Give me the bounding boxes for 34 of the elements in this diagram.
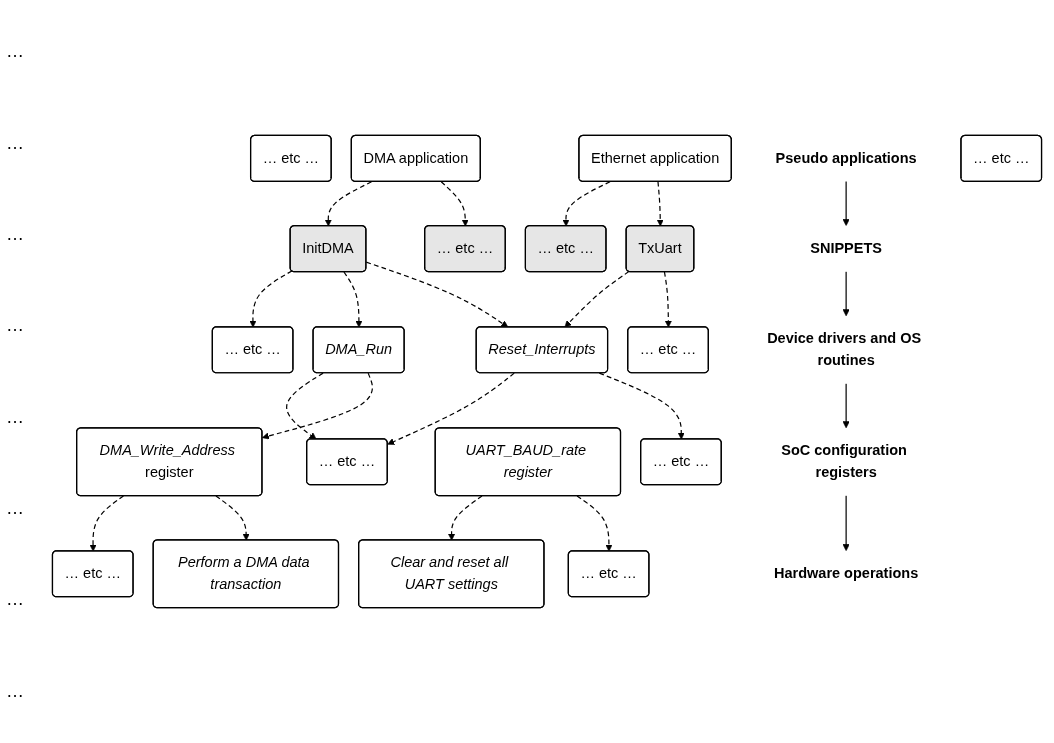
arrow bbox=[842, 382, 850, 429]
node-text: Hardware operations bbox=[773, 565, 919, 582]
ellipsis-text: … bbox=[6, 223, 25, 245]
ellipsis-text: … bbox=[6, 498, 25, 520]
arrow bbox=[562, 181, 611, 227]
node-text: Device drivers and OS routines bbox=[767, 330, 922, 369]
arrow bbox=[324, 181, 373, 227]
node-text: SNIPPETS bbox=[810, 240, 882, 257]
arrow bbox=[576, 495, 613, 552]
arrow bbox=[842, 180, 850, 226]
node-text: SoC configuration registers bbox=[781, 442, 907, 481]
arrow bbox=[286, 372, 324, 440]
node-text: Pseudo applications bbox=[775, 149, 917, 167]
arrow bbox=[262, 372, 373, 440]
arrow bbox=[387, 372, 515, 445]
arrow bbox=[448, 495, 483, 541]
ellipsis-text: … bbox=[6, 406, 25, 428]
arrow bbox=[598, 372, 685, 440]
ellipsis-text: … bbox=[6, 132, 25, 154]
arrow bbox=[89, 495, 125, 552]
ellipsis-text: … bbox=[6, 315, 25, 337]
arrow bbox=[440, 181, 469, 227]
arrow bbox=[365, 261, 509, 328]
arrow bbox=[842, 494, 850, 552]
arrow bbox=[343, 271, 363, 328]
ellipsis-text: … bbox=[6, 589, 25, 611]
arrow bbox=[656, 181, 664, 227]
arrow bbox=[215, 495, 250, 541]
ellipsis-text: … bbox=[6, 41, 25, 63]
arrow bbox=[842, 270, 850, 317]
arrow bbox=[249, 270, 293, 328]
ellipsis-text: … bbox=[6, 680, 25, 702]
arrow bbox=[564, 271, 630, 328]
arrow bbox=[663, 271, 672, 328]
